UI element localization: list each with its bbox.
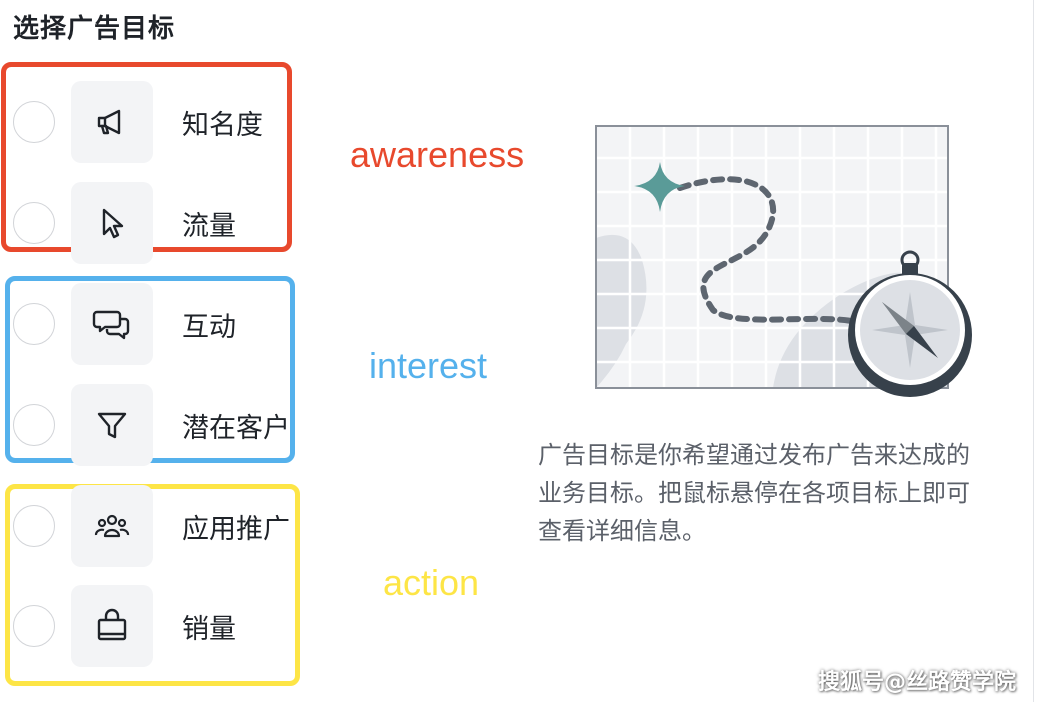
watermark: 搜狐号@丝路赞学院 [817,670,1016,695]
objective-option-sales[interactable]: 销量 [0,585,300,669]
option-label: 流量 [182,211,236,242]
page-title: 选择广告目标 [13,14,176,44]
compass-icon [848,250,972,397]
option-label: 应用推广 [182,514,290,545]
radio-button[interactable] [13,202,55,244]
megaphone-icon [97,109,121,135]
radio-button[interactable] [13,404,55,446]
action-group-box [5,484,300,686]
interest-annotation: interest [369,345,488,386]
option-label: 销量 [182,614,236,645]
icon-tile [71,81,153,163]
action-annotation: action [383,562,480,603]
description-text: 广告目标是你希望通过发布广告来达成的 业务目标。把鼠标悬停在各项目标上即可 查看… [538,436,1008,550]
cursor-icon [102,208,124,239]
option-label: 潜在客户 [182,413,290,444]
people-group-icon [94,514,130,538]
funnel-icon [97,412,127,439]
objective-option-traffic[interactable]: 流量 [0,182,300,266]
description-line: 广告目标是你希望通过发布广告来达成的 [538,441,970,469]
icon-tile [71,384,153,466]
icon-tile [71,585,153,667]
map-compass-illustration [595,125,972,397]
radio-button[interactable] [13,101,55,143]
icon-tile [71,485,153,567]
awareness-annotation: awareness [350,134,525,175]
objective-option-awareness[interactable]: 知名度 [0,81,300,165]
option-label: 互动 [182,312,236,343]
icon-tile [71,283,153,365]
right-border-line [1033,0,1034,702]
description-line: 查看详细信息。 [538,517,706,545]
icon-tile [71,182,153,264]
radio-button[interactable] [13,303,55,345]
objective-option-leads[interactable]: 潜在客户 [0,384,300,468]
objective-option-app-promotion[interactable]: 应用推广 [0,485,300,569]
star-icon [634,162,685,212]
chat-bubbles-icon [92,310,130,340]
radio-button[interactable] [13,605,55,647]
shopping-bag-icon [97,608,127,641]
description-line: 业务目标。把鼠标悬停在各项目标上即可 [538,479,970,507]
option-label: 知名度 [182,110,263,141]
radio-button[interactable] [13,505,55,547]
objective-option-engagement[interactable]: 互动 [0,283,300,367]
